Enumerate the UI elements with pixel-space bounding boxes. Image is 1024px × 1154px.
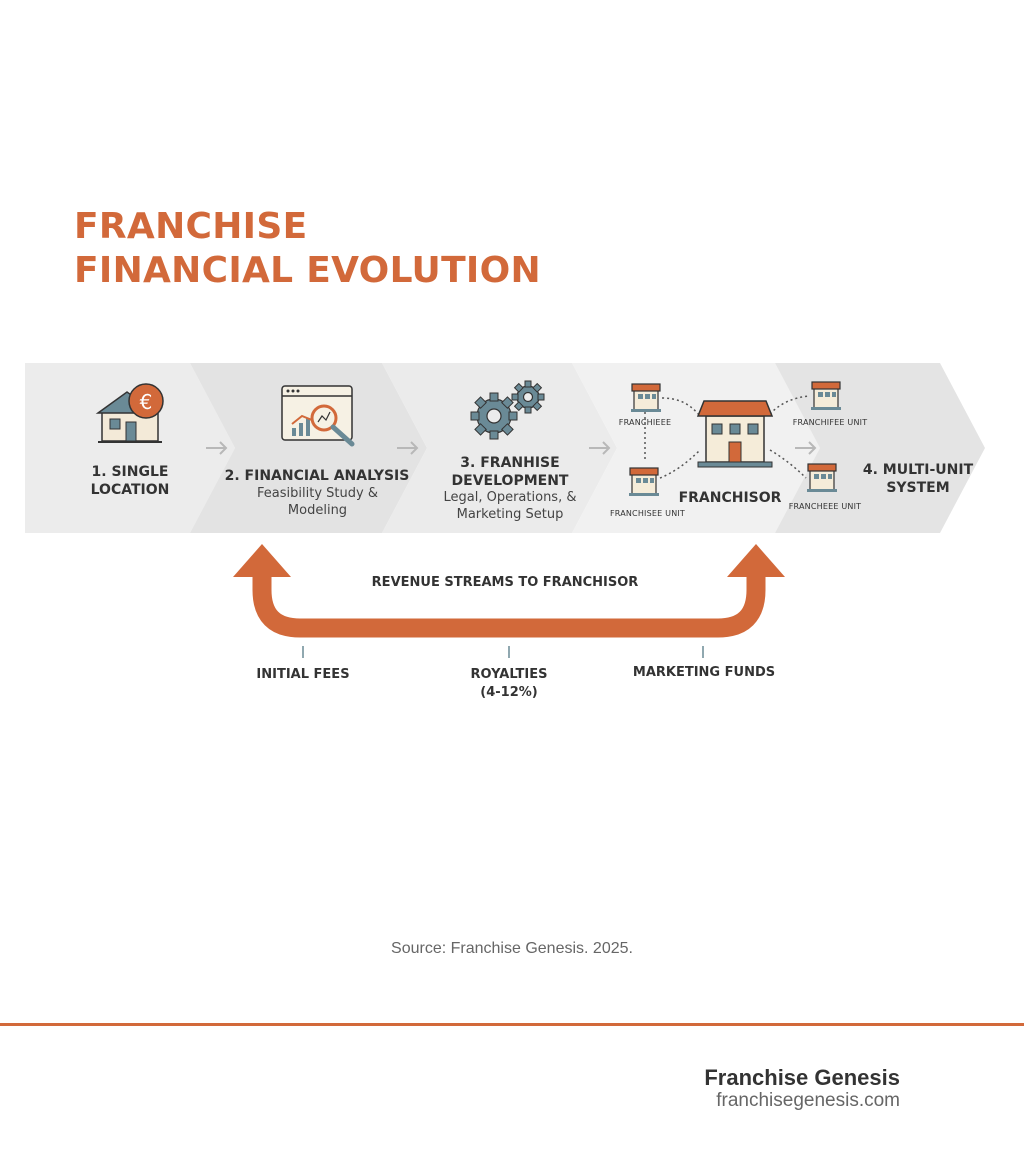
- step-3-subtitle-line-2: Marketing Setup: [456, 507, 564, 522]
- unit-label-bottom-left: FRANCHISEE UNIT: [609, 509, 686, 518]
- step-3-title-line-1: 3. FRANHISE: [460, 455, 560, 471]
- chevron-step-3: [382, 363, 617, 533]
- step-3-subtitle: Legal, Operations, & Marketing Setup: [430, 489, 590, 523]
- step-4-title-line-1: 4. MULTI-UNIT: [862, 462, 974, 478]
- svg-text:€: €: [140, 390, 153, 414]
- footer-brand-url[interactable]: franchisegenesis.com: [716, 1090, 900, 1111]
- arrow-up-right-icon: [727, 544, 785, 577]
- house-euro-icon: €: [95, 383, 164, 443]
- unit-building-icon: [631, 383, 661, 412]
- stream-initial-fees: INITIAL FEES: [256, 667, 350, 682]
- stream-royalties-line-1: ROYALTIES: [470, 667, 548, 682]
- arrow-right-icon: [397, 441, 419, 455]
- step-1-title-line-2: LOCATION: [90, 482, 170, 498]
- source-note: Source: Franchise Genesis. 2025.: [391, 940, 633, 957]
- step-4-title-line-2: SYSTEM: [886, 480, 950, 496]
- step-2-subtitle-line-2: Modeling: [287, 503, 348, 518]
- arrow-right-icon: [795, 441, 817, 455]
- unit-building-icon: [629, 467, 659, 496]
- title-line-1: FRANCHISE: [74, 206, 308, 247]
- franchise-network-icon: [629, 381, 841, 496]
- title-line-2: FINANCIAL EVOLUTION: [74, 250, 541, 291]
- step-1-title-line-1: 1. SINGLE: [91, 464, 169, 480]
- chevron-step-2: [190, 363, 427, 533]
- footer-divider: [0, 1023, 1024, 1026]
- stream-royalties-line-2: (4-12%): [480, 685, 538, 700]
- unit-building-icon: [807, 463, 837, 492]
- arrow-right-icon: [589, 441, 611, 455]
- stream-marketing-funds: MARKETING FUNDS: [632, 665, 776, 680]
- step-2-subtitle-line-1: Feasibility Study &: [257, 486, 378, 501]
- chart-magnifier-icon: [281, 385, 355, 447]
- revenue-flow-arrow: [233, 544, 785, 658]
- stream-royalties: ROYALTIES (4-12%): [449, 666, 569, 702]
- unit-label-top-right: FRANCHIFEE UNIT: [792, 418, 868, 427]
- step-2-subtitle: Feasibility Study & Modeling: [240, 485, 395, 519]
- step-3-title-line-2: DEVELOPMENT: [451, 473, 569, 489]
- footer-brand-name: Franchise Genesis: [704, 1065, 900, 1090]
- franchisor-building-icon: [696, 400, 774, 468]
- arrow-right-icon: [206, 441, 228, 455]
- revenue-heading: REVENUE STREAMS TO FRANCHISOR: [371, 575, 639, 590]
- chevron-step-1: [25, 363, 235, 533]
- arrow-up-left-icon: [233, 544, 291, 577]
- step-arrows: [206, 441, 817, 455]
- unit-label-bottom-right: FRANCHEEE UNIT: [788, 502, 862, 511]
- step-3-subtitle-line-1: Legal, Operations, &: [443, 490, 577, 505]
- gears-icon: [470, 380, 545, 440]
- franchisor-label: FRANCHISOR: [678, 490, 782, 506]
- step-3-title: 3. FRANHISE DEVELOPMENT: [430, 454, 590, 490]
- step-4-title: 4. MULTI-UNIT SYSTEM: [858, 461, 978, 497]
- unit-label-top-left: FRANCHIEEE: [618, 418, 672, 427]
- step-2-title: 2. FINANCIAL ANALYSIS: [224, 468, 410, 484]
- unit-building-icon: [811, 381, 841, 410]
- page-title: FRANCHISE FINANCIAL EVOLUTION: [74, 205, 541, 293]
- step-1-title: 1. SINGLE LOCATION: [70, 463, 190, 499]
